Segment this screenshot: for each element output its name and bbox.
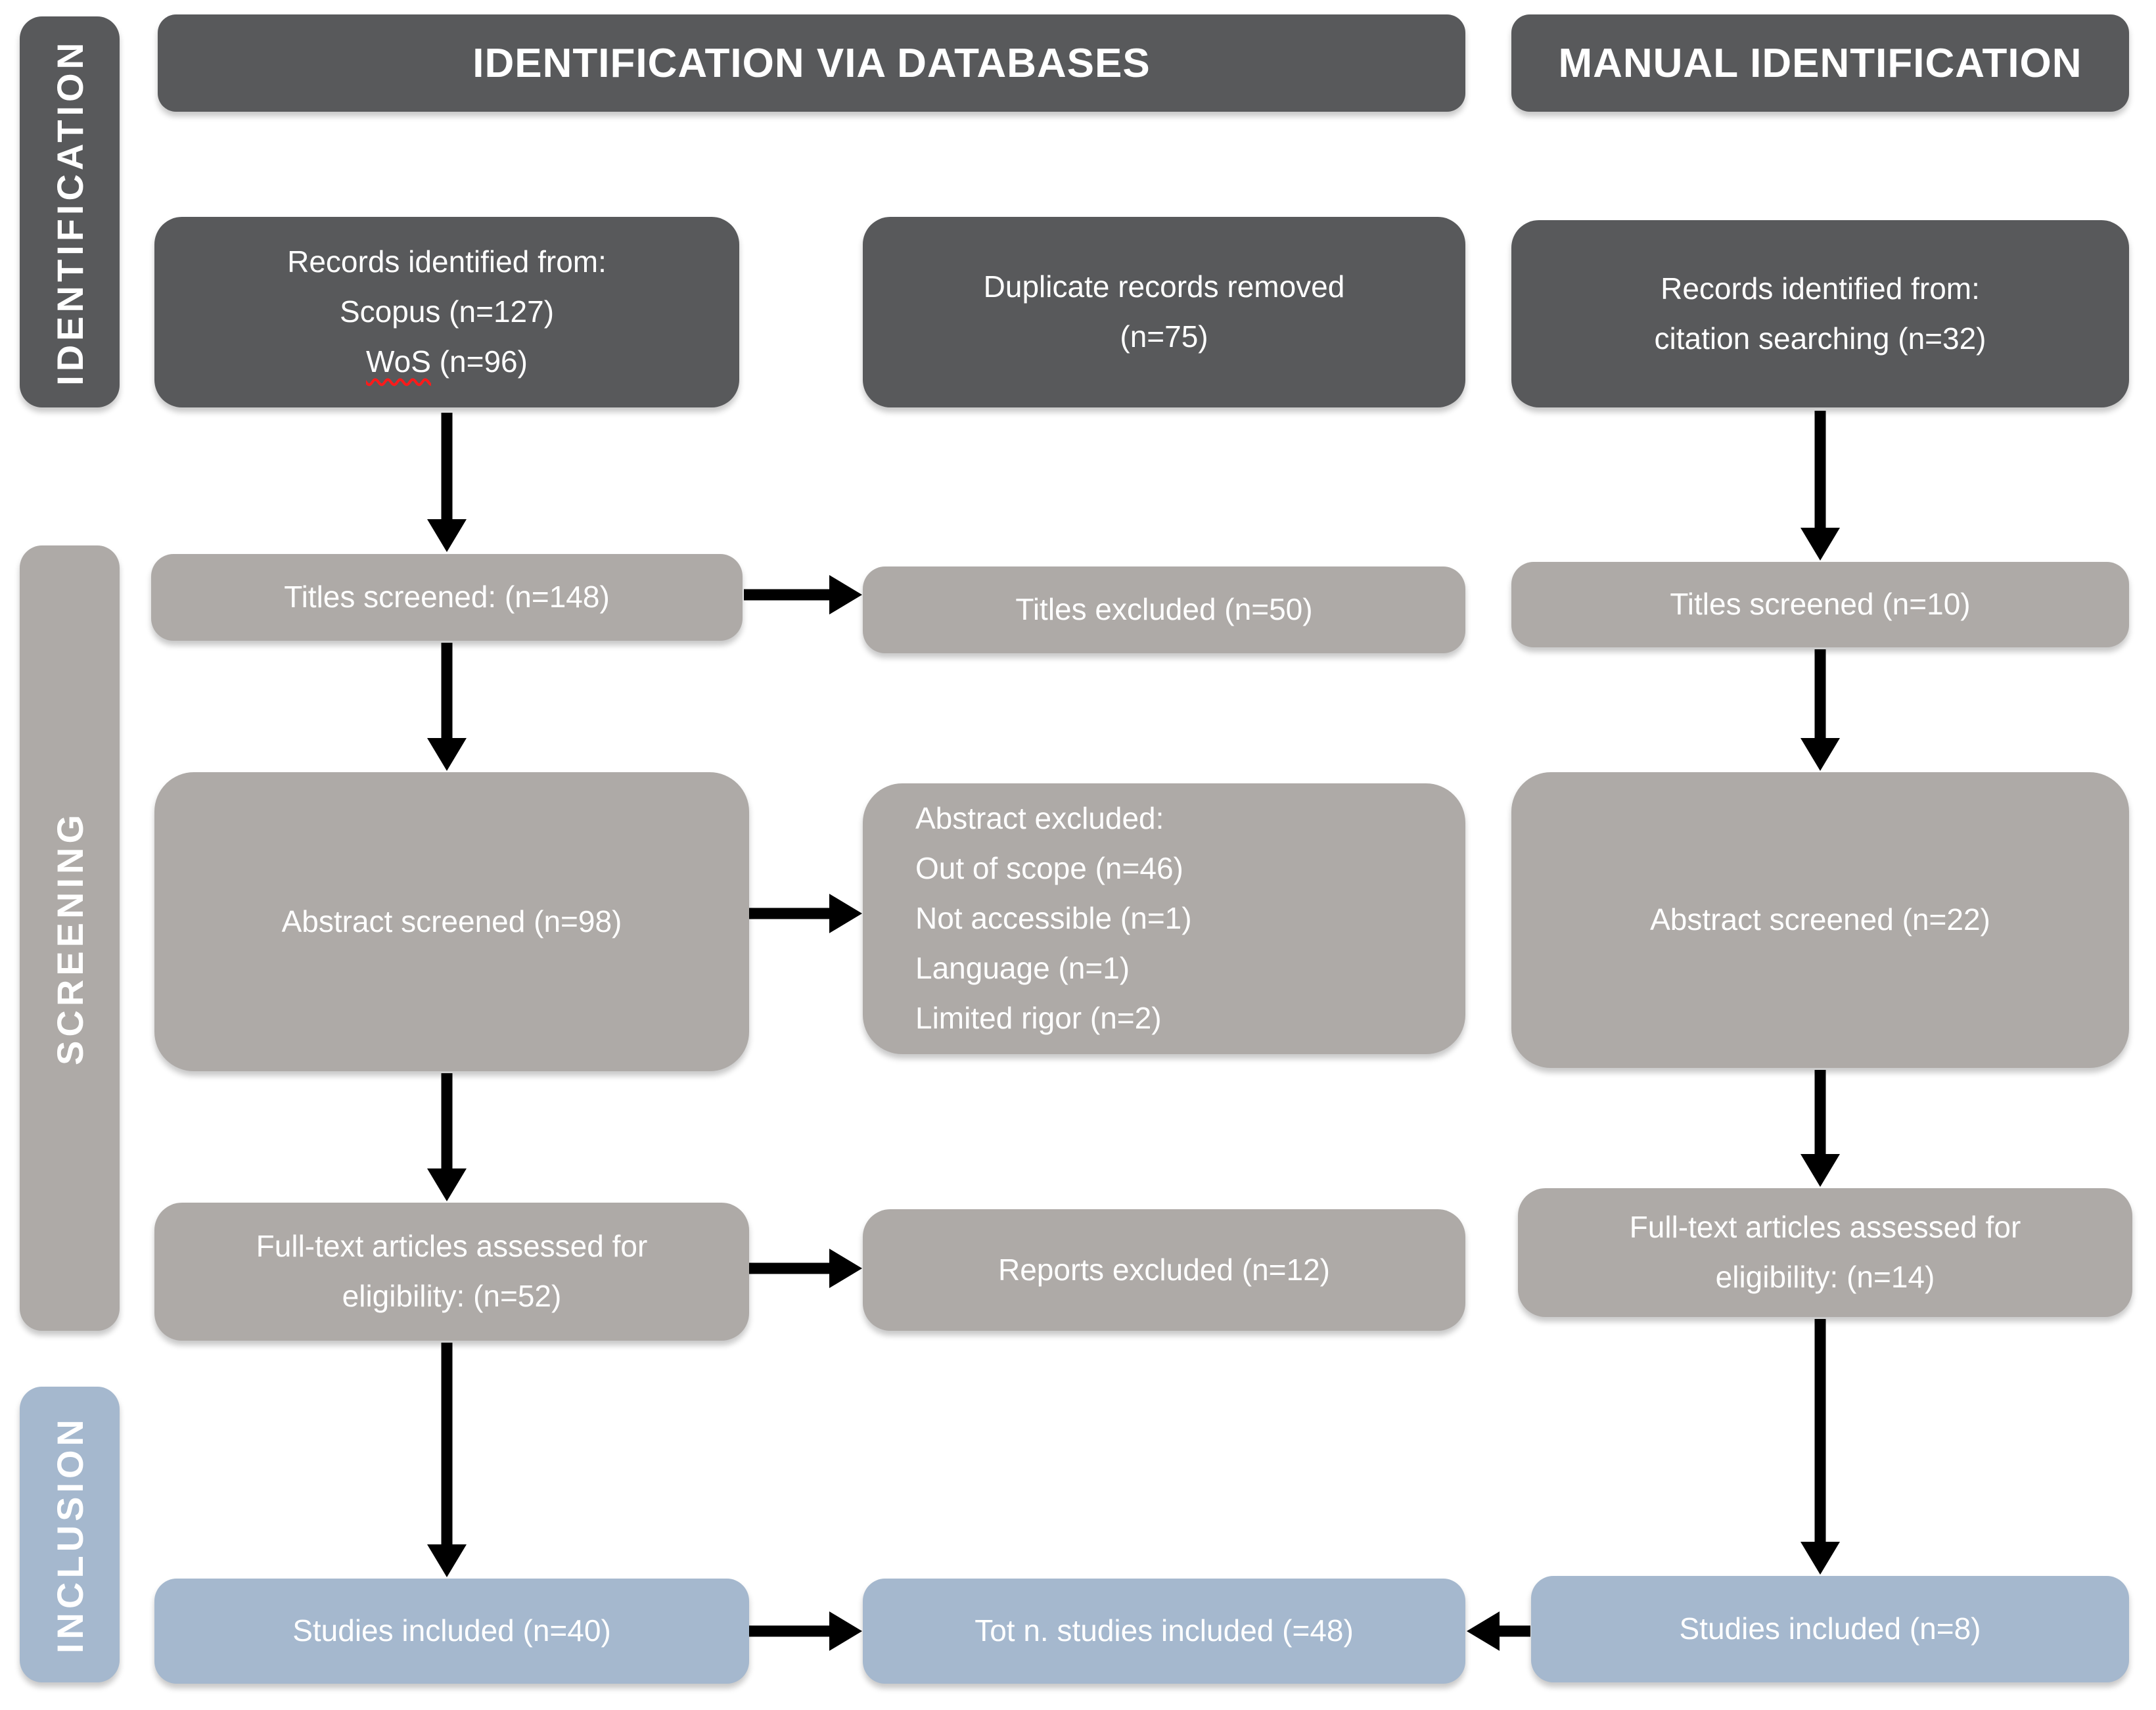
box-studies-included-databases: Studies included (n=40)	[154, 1579, 749, 1684]
titles-excluded-text: Titles excluded (n=50)	[1015, 592, 1313, 627]
stage-label-identification: IDENTIFICATION	[20, 16, 120, 407]
stage-label-screening-text: SCREENING	[49, 811, 91, 1065]
box-titles-screened-manual: Titles screened (n=10)	[1511, 562, 2129, 647]
box-studies-included-manual: Studies included (n=8)	[1531, 1576, 2129, 1682]
records-db-wos-rest: (n=96)	[430, 344, 528, 379]
abstract-db-text: Abstract screened (n=98)	[281, 904, 622, 938]
arrow-shaft	[441, 643, 453, 741]
arrow-left-studies-manual-to-total	[1467, 1611, 1530, 1651]
arrow-head	[829, 575, 862, 614]
box-titles-excluded: Titles excluded (n=50)	[863, 566, 1465, 653]
total-included-text: Tot n. studies included (=48)	[975, 1613, 1354, 1648]
reports-excluded-text: Reports excluded (n=12)	[998, 1252, 1330, 1287]
arrow-right-abstract-to-excluded	[749, 894, 862, 933]
duplicates-line2: (n=75)	[1120, 319, 1208, 354]
records-manual-line1: Records identified from:	[1661, 271, 1980, 306]
abstract-excluded-line5: Limited rigor (n=2)	[915, 1000, 1162, 1035]
arrow-shaft	[441, 1343, 453, 1547]
arrow-down-titles-to-abstract-manual	[1800, 649, 1840, 771]
box-abstract-screened-manual: Abstract screened (n=22)	[1511, 772, 2129, 1068]
arrow-down-records-to-titles-manual	[1800, 411, 1840, 561]
titles-manual-text: Titles screened (n=10)	[1670, 587, 1971, 622]
abstract-manual-text: Abstract screened (n=22)	[1650, 902, 1990, 937]
arrow-head	[1800, 528, 1840, 561]
stage-label-screening: SCREENING	[20, 545, 120, 1331]
arrow-shaft	[1814, 411, 1826, 530]
box-duplicate-records-removed: Duplicate records removed (n=75)	[863, 217, 1465, 407]
arrow-head	[1800, 1154, 1840, 1187]
fulltext-manual-line1: Full-text articles assessed for	[1629, 1210, 2021, 1245]
arrow-right-titles-to-excluded	[744, 575, 862, 614]
studies-db-text: Studies included (n=40)	[292, 1613, 611, 1648]
header-databases-text: IDENTIFICATION VIA DATABASES	[472, 40, 1151, 86]
arrow-shaft	[441, 413, 453, 522]
arrow-down-records-to-titles-db	[427, 413, 467, 552]
stage-label-identification-text: IDENTIFICATION	[49, 38, 91, 386]
abstract-excluded-line4: Language (n=1)	[915, 950, 1130, 985]
fulltext-db-line2: eligibility: (n=52)	[342, 1279, 562, 1313]
records-db-wos: WoS	[366, 344, 431, 379]
box-fulltext-assessed-databases: Full-text articles assessed for eligibil…	[154, 1203, 749, 1341]
box-abstract-screened-databases: Abstract screened (n=98)	[154, 772, 749, 1071]
arrow-head	[1800, 1542, 1840, 1575]
arrow-down-fulltext-to-studies-manual	[1800, 1319, 1840, 1575]
arrow-shaft	[749, 908, 832, 919]
arrow-down-fulltext-to-studies-db	[427, 1343, 467, 1577]
arrow-right-fulltext-to-reports-excluded	[749, 1249, 862, 1288]
box-abstract-excluded: Abstract excluded: Out of scope (n=46) N…	[863, 783, 1465, 1054]
arrow-shaft	[1497, 1625, 1530, 1637]
arrow-head	[829, 1249, 862, 1288]
abstract-excluded-line2: Out of scope (n=46)	[915, 851, 1183, 886]
arrow-head	[427, 519, 467, 552]
arrow-head	[1800, 738, 1840, 771]
arrow-head	[829, 894, 862, 933]
arrow-head	[427, 1544, 467, 1577]
arrow-right-studies-db-to-total	[749, 1611, 862, 1651]
box-total-studies-included: Tot n. studies included (=48)	[863, 1579, 1465, 1684]
arrow-shaft	[749, 1262, 832, 1274]
arrow-shaft	[441, 1073, 453, 1171]
arrow-down-titles-to-abstract-db	[427, 643, 467, 771]
records-db-line1: Records identified from:	[287, 244, 607, 279]
stage-label-inclusion-text: INCLUSION	[49, 1416, 91, 1653]
arrow-head	[427, 738, 467, 771]
arrow-head	[1467, 1611, 1500, 1651]
titles-db-text: Titles screened: (n=148)	[284, 580, 610, 614]
arrow-down-abstract-to-fulltext-manual	[1800, 1070, 1840, 1187]
box-reports-excluded: Reports excluded (n=12)	[863, 1209, 1465, 1331]
header-manual-identification: MANUAL IDENTIFICATION	[1511, 14, 2129, 112]
duplicates-line1: Duplicate records removed	[983, 269, 1345, 304]
records-db-line2: Scopus (n=127)	[339, 294, 555, 329]
records-db-line3: WoS (n=96)	[366, 337, 528, 387]
studies-manual-text: Studies included (n=8)	[1679, 1611, 1981, 1646]
abstract-excluded-line3: Not accessible (n=1)	[915, 901, 1192, 936]
abstract-excluded-line1: Abstract excluded:	[915, 801, 1164, 836]
arrow-shaft	[1814, 1070, 1826, 1157]
arrow-shaft	[744, 589, 832, 601]
arrow-shaft	[1814, 1319, 1826, 1544]
header-manual-text: MANUAL IDENTIFICATION	[1558, 40, 2082, 86]
arrow-down-abstract-to-fulltext-db	[427, 1073, 467, 1201]
arrow-shaft	[1814, 649, 1826, 741]
records-manual-line2: citation searching (n=32)	[1654, 321, 1986, 356]
box-records-identified-citation: Records identified from: citation search…	[1511, 220, 2129, 407]
fulltext-manual-line2: eligibility: (n=14)	[1715, 1260, 1935, 1294]
stage-label-inclusion: INCLUSION	[20, 1387, 120, 1682]
header-identification-via-databases: IDENTIFICATION VIA DATABASES	[158, 14, 1465, 112]
box-fulltext-assessed-manual: Full-text articles assessed for eligibil…	[1518, 1188, 2132, 1317]
box-titles-screened-databases: Titles screened: (n=148)	[151, 554, 743, 641]
box-records-identified-databases: Records identified from: Scopus (n=127) …	[154, 217, 739, 407]
fulltext-db-line1: Full-text articles assessed for	[256, 1229, 648, 1264]
arrow-head	[427, 1168, 467, 1201]
arrow-head	[829, 1611, 862, 1651]
arrow-shaft	[749, 1625, 832, 1637]
